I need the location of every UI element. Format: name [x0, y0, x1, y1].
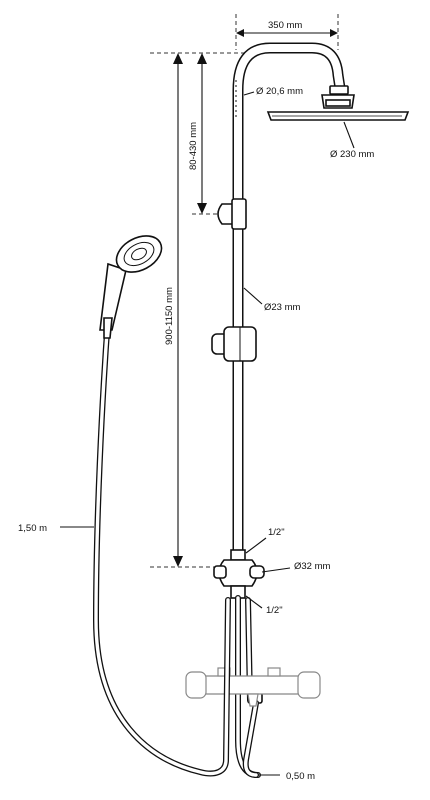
dimension-labels: 350 mm Ø 20,6 mm Ø 230 mm 80-430 mm 900-… — [18, 20, 374, 782]
label-head-arm-width: 350 mm — [268, 20, 302, 31]
label-height-range-upper: 80-430 mm — [188, 122, 199, 170]
label-height-range-total: 900-1150 mm — [164, 287, 175, 345]
riser-pipe — [232, 42, 346, 566]
overhead-shower-head — [266, 85, 410, 121]
dimension-arrows — [173, 29, 338, 567]
wall-bracket — [217, 198, 247, 230]
label-pipe-top-diameter: Ø 20,6 mm — [256, 86, 303, 97]
diverter-connector — [213, 549, 265, 599]
hand-shower — [99, 235, 163, 339]
label-hose-length-long: 1,50 m — [18, 523, 47, 534]
hand-shower-slider — [211, 326, 257, 362]
label-thread-bottom: 1/2" — [266, 605, 283, 616]
label-head-diameter: Ø 230 mm — [330, 149, 374, 160]
label-thread-top: 1/2" — [268, 527, 285, 538]
label-hose-length-short: 0,50 m — [286, 771, 315, 782]
label-bar-diameter: Ø23 mm — [264, 302, 301, 313]
thermostatic-mixer — [185, 667, 321, 707]
leader-lines — [60, 91, 355, 776]
shower-hose — [92, 315, 231, 777]
label-connector-diameter: Ø32 mm — [294, 561, 331, 572]
